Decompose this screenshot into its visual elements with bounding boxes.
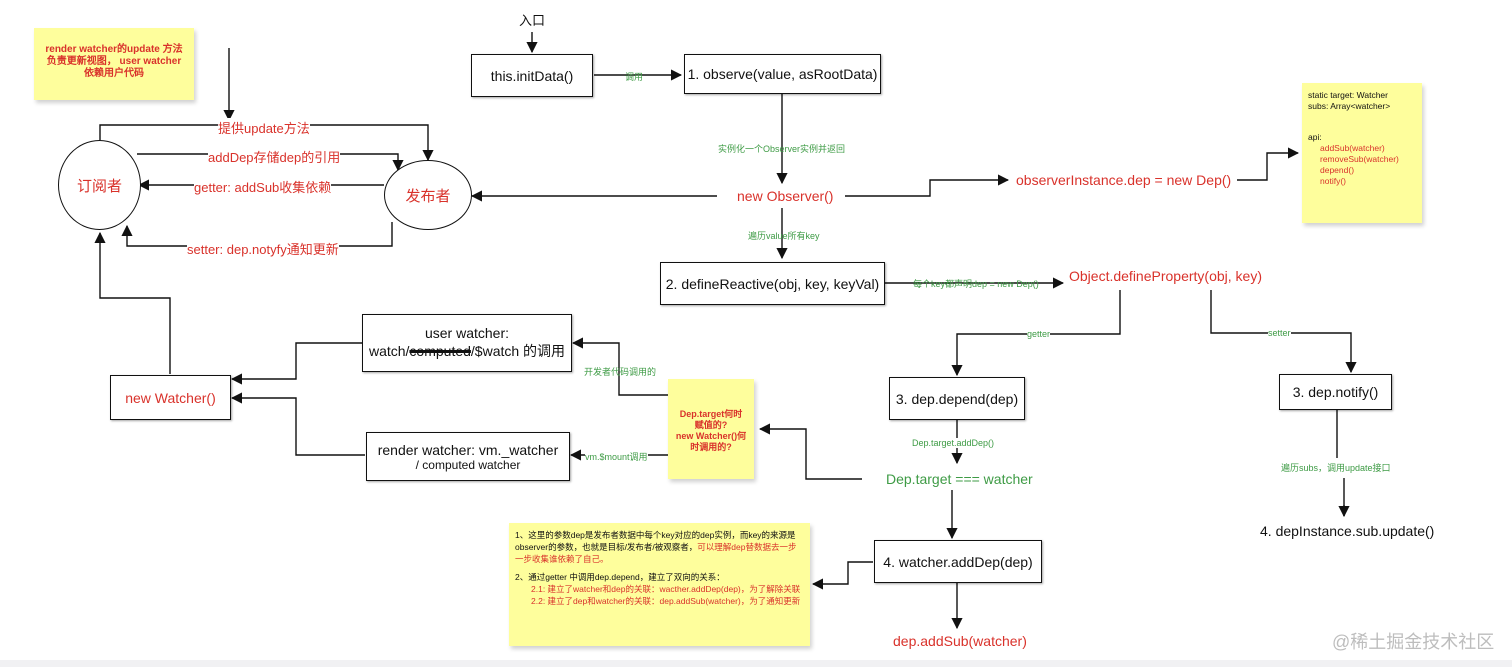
dep-addsub-node: dep.addSub(watcher) — [893, 633, 1027, 649]
dep-note-api-item: addSub(watcher) — [1320, 143, 1385, 153]
edge-userwatcher-newwatcher — [230, 342, 362, 385]
subscriber-node: 订阅者 — [58, 140, 141, 230]
computed-struck: computed — [409, 343, 471, 359]
edge-renderwatcher-newwatcher — [230, 392, 365, 456]
dep-depend-node: 3. dep.depend(dep) — [889, 377, 1025, 420]
dep-note-api-item: removeSub(watcher) — [1320, 154, 1399, 164]
edge-label-call: 调用 — [625, 72, 644, 82]
edge-note-userwatcher — [571, 337, 668, 396]
dep-note-line: static target: Watcher — [1308, 90, 1388, 100]
footer-bar — [0, 660, 1512, 667]
new-observer-node: new Observer() — [737, 188, 834, 204]
relation-note-p2-1: 2.1: 建立了watcher和dep的关联：wacther.addDep(de… — [531, 584, 801, 594]
edge-label-instantiate: 实例化一个Observer实例并返回 — [718, 144, 846, 154]
relation-note-p2: 2、通过getter 中调用dep.depend，建立了双向的关系： — [515, 572, 725, 582]
edge-label-traverse-subs: 遍历subs，调用update接口 — [1281, 463, 1391, 473]
edge-label-setter-notify: setter: dep.notyfy通知更新 — [187, 239, 339, 258]
user-watcher-line2: watch/computed/$watch 的调用 — [368, 343, 566, 359]
render-watcher-line1: render watcher: vm._watcher — [377, 441, 559, 458]
dep-note-api-item: depend() — [1320, 165, 1355, 175]
user-watcher-line1: user watcher: — [424, 325, 510, 341]
dep-note-api-item: notify() — [1320, 176, 1346, 186]
dep-notify-node: 3. dep.notify() — [1279, 374, 1392, 410]
edge-target-note — [758, 423, 862, 480]
edge-label-dev-call: 开发者代码调用的 — [584, 367, 657, 377]
observe-node: 1. observe(value, asRootData) — [684, 54, 881, 94]
edge-label-getter: getter — [1027, 329, 1051, 339]
target-note-line: 赋值的? — [694, 420, 728, 430]
user-watcher-node: user watcher: watch/computed/$watch 的调用 — [362, 314, 572, 372]
dep-note-line: subs: Array<watcher> — [1308, 101, 1391, 111]
edge-label-traverse: 遍历value所有key — [748, 231, 820, 241]
observer-dep-node: observerInstance.dep = new Dep() — [1016, 172, 1232, 188]
watcher-note-line: 依赖用户代码 — [84, 68, 144, 79]
target-note-line: new Watcher()何 — [675, 431, 747, 441]
watcher-note-line: 负责更新视图， user watcher — [46, 56, 182, 67]
watermark: @稀土掘金技术社区 — [1332, 632, 1495, 652]
render-watcher-node: render watcher: vm._watcher / computed w… — [366, 432, 570, 481]
edge-label-adddep-store: addDep存储dep的引用 — [208, 147, 341, 166]
relation-note: 1、这里的参数dep是发布者数据中每个key对应的dep实例，而key的来源是o… — [509, 523, 810, 646]
init-data-node: this.initData() — [471, 54, 593, 97]
define-property-node: Object.defineProperty(obj, key) — [1069, 268, 1262, 284]
edge-newwatcher-subscriber — [94, 231, 171, 374]
edge-dep-note — [1237, 147, 1300, 181]
define-reactive-node: 2. defineReactive(obj, key, keyVal) — [660, 262, 885, 305]
edge-label-each-key: 每个key都声明dep = new Dep() — [913, 279, 1039, 289]
edge-newobserver-dep — [845, 174, 1010, 197]
new-watcher-node: new Watcher() — [110, 375, 231, 420]
entry-label: 入口 — [519, 13, 546, 28]
relation-note-p2-2: 2.2: 建立了dep和watcher的关联：dep.addSub(watche… — [531, 596, 801, 606]
edge-label-target-adddep: Dep.target.addDep() — [912, 438, 995, 448]
edge-label-getter-addsub: getter: addSub收集依赖 — [194, 177, 332, 196]
edge-label-mount-call: vm.$mount调用 — [585, 450, 648, 463]
sub-update-node: 4. depInstance.sub.update() — [1260, 523, 1435, 539]
watcher-note-line: render watcher的update 方法 — [45, 44, 183, 55]
edge-label-provide-update: 提供update方法 — [218, 118, 310, 137]
target-note-line: Dep.target何时 — [679, 409, 743, 419]
target-note-line: 时调用的? — [690, 442, 732, 452]
relation-note-p1: 1、这里的参数dep是发布者数据中每个key对应的dep实例，而key的来源是o… — [515, 530, 797, 564]
dep-note: static target: Watcher subs: Array<watch… — [1302, 83, 1422, 223]
watcher-adddep-node: 4. watcher.addDep(dep) — [874, 540, 1042, 583]
edge-adddep-note — [811, 561, 873, 590]
edge-label-setter: setter — [1268, 328, 1291, 338]
target-note: Dep.target何时 赋值的? new Watcher()何 时调用的? — [668, 379, 754, 479]
dep-note-api-label: api: — [1308, 132, 1322, 142]
publisher-node: 发布者 — [384, 160, 472, 230]
render-watcher-line2: / computed watcher — [415, 457, 521, 472]
dep-target-node: Dep.target === watcher — [886, 471, 1033, 487]
watcher-note: render watcher的update 方法 负责更新视图， user wa… — [34, 28, 194, 100]
